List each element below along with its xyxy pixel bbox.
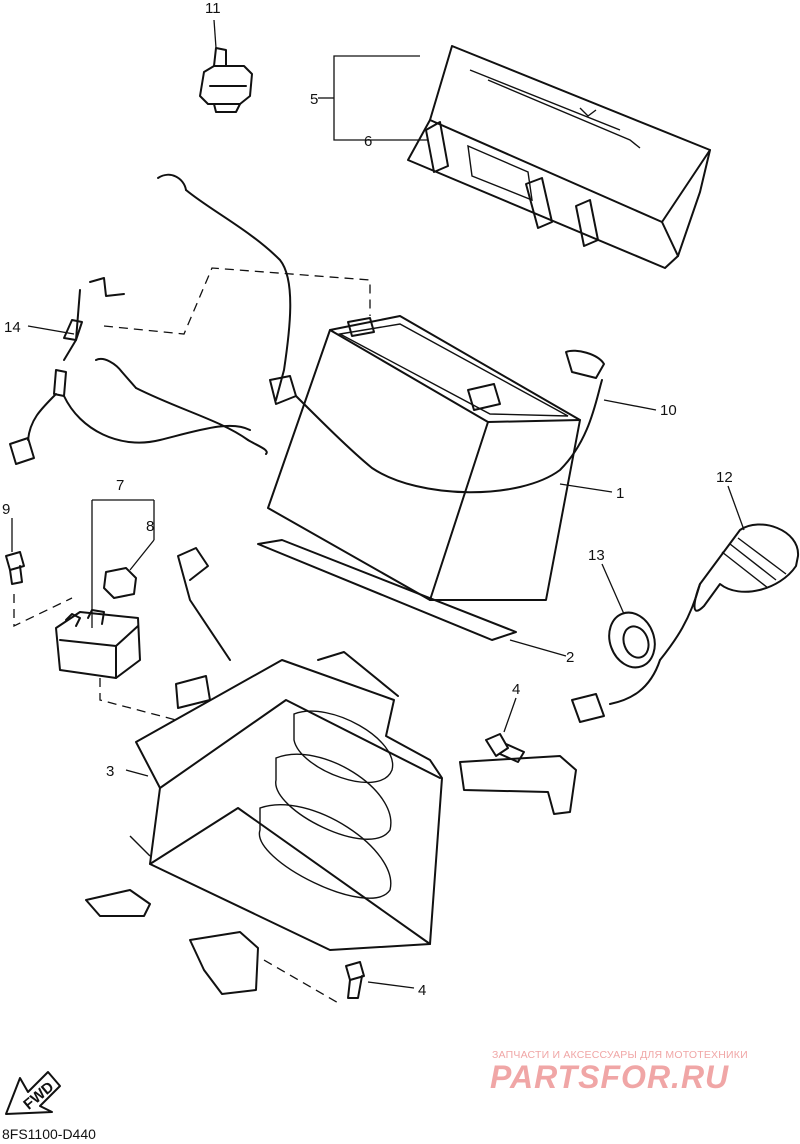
bolt-9 <box>5 551 25 585</box>
bolt-4-upper <box>485 733 525 763</box>
leader-lines <box>11 19 745 989</box>
callout-3: 3 <box>106 763 114 780</box>
callout-4-lower: 4 <box>418 982 426 999</box>
fwd-label: FWD <box>20 1078 57 1113</box>
callout-numbers: 11 5 6 14 10 12 7 1 9 8 13 2 4 3 4 <box>2 0 733 999</box>
bolt-4-lower <box>345 961 365 999</box>
battery-pad <box>257 539 517 641</box>
battery <box>267 315 581 601</box>
fwd-direction-arrow: FWD <box>5 1071 61 1115</box>
callout-4-upper: 4 <box>512 681 520 698</box>
callout-5: 5 <box>310 91 318 108</box>
accessory-socket <box>571 523 800 723</box>
callout-12: 12 <box>716 469 733 486</box>
callout-10: 10 <box>660 402 677 419</box>
dashed-relation-lines <box>13 267 371 1005</box>
relay-coupler <box>103 567 137 599</box>
watermark-logo: PARTSFOR.RU <box>490 1059 729 1095</box>
callout-14: 14 <box>4 319 21 336</box>
battery-box <box>85 547 577 995</box>
callout-7: 7 <box>116 477 124 494</box>
callout-13: 13 <box>588 547 605 564</box>
ring-nut <box>608 611 656 669</box>
callout-6: 6 <box>364 133 372 150</box>
watermark-logo-text: PARTSFOR.RU <box>490 1059 729 1095</box>
wire-clip <box>199 47 253 113</box>
starter-relay <box>55 609 141 679</box>
watermark-tagline: ЗАПЧАСТИ И АКСЕССУАРЫ ДЛЯ МОТОТЕХНИКИ <box>492 1049 748 1061</box>
sub-wire-harness <box>9 277 251 465</box>
callout-9: 9 <box>2 501 10 518</box>
callout-11: 11 <box>205 0 221 17</box>
callout-8: 8 <box>146 518 154 535</box>
callout-2: 2 <box>566 649 574 666</box>
battery-cables <box>95 173 605 494</box>
battery-cover <box>407 45 711 269</box>
diagram-code: 8FS1100-D440 <box>2 1126 96 1142</box>
callout-1: 1 <box>616 485 624 502</box>
